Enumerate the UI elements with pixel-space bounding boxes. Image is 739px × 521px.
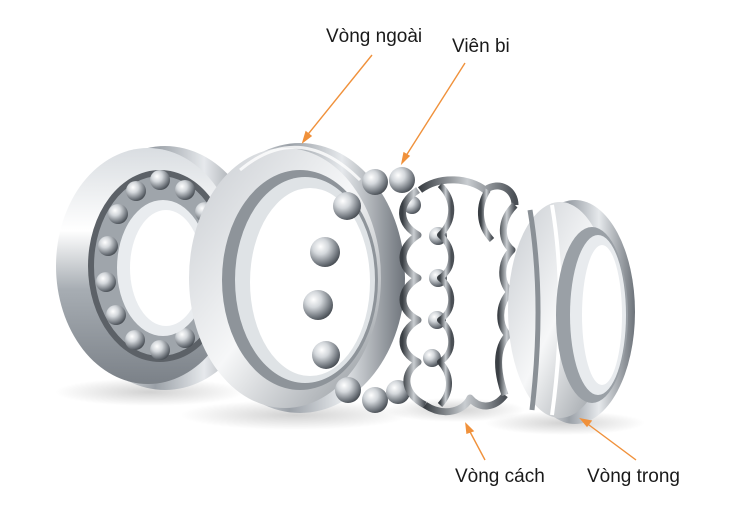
leader-ball — [403, 62, 466, 160]
shadow — [485, 411, 645, 435]
leader-cage — [467, 427, 486, 461]
shadow — [55, 378, 245, 406]
shadow — [180, 400, 410, 430]
label-cage: Vòng cách — [455, 466, 545, 487]
label-outer-ring: Vòng ngoài — [326, 26, 423, 47]
label-ball: Viên bi — [452, 36, 510, 57]
leader-inner-ring — [584, 421, 637, 461]
inner-ring — [508, 200, 635, 424]
label-inner-ring: Vòng trong — [587, 466, 680, 487]
leader-lines — [301, 54, 637, 461]
leader-outer-ring — [304, 54, 373, 139]
cage — [399, 176, 519, 416]
